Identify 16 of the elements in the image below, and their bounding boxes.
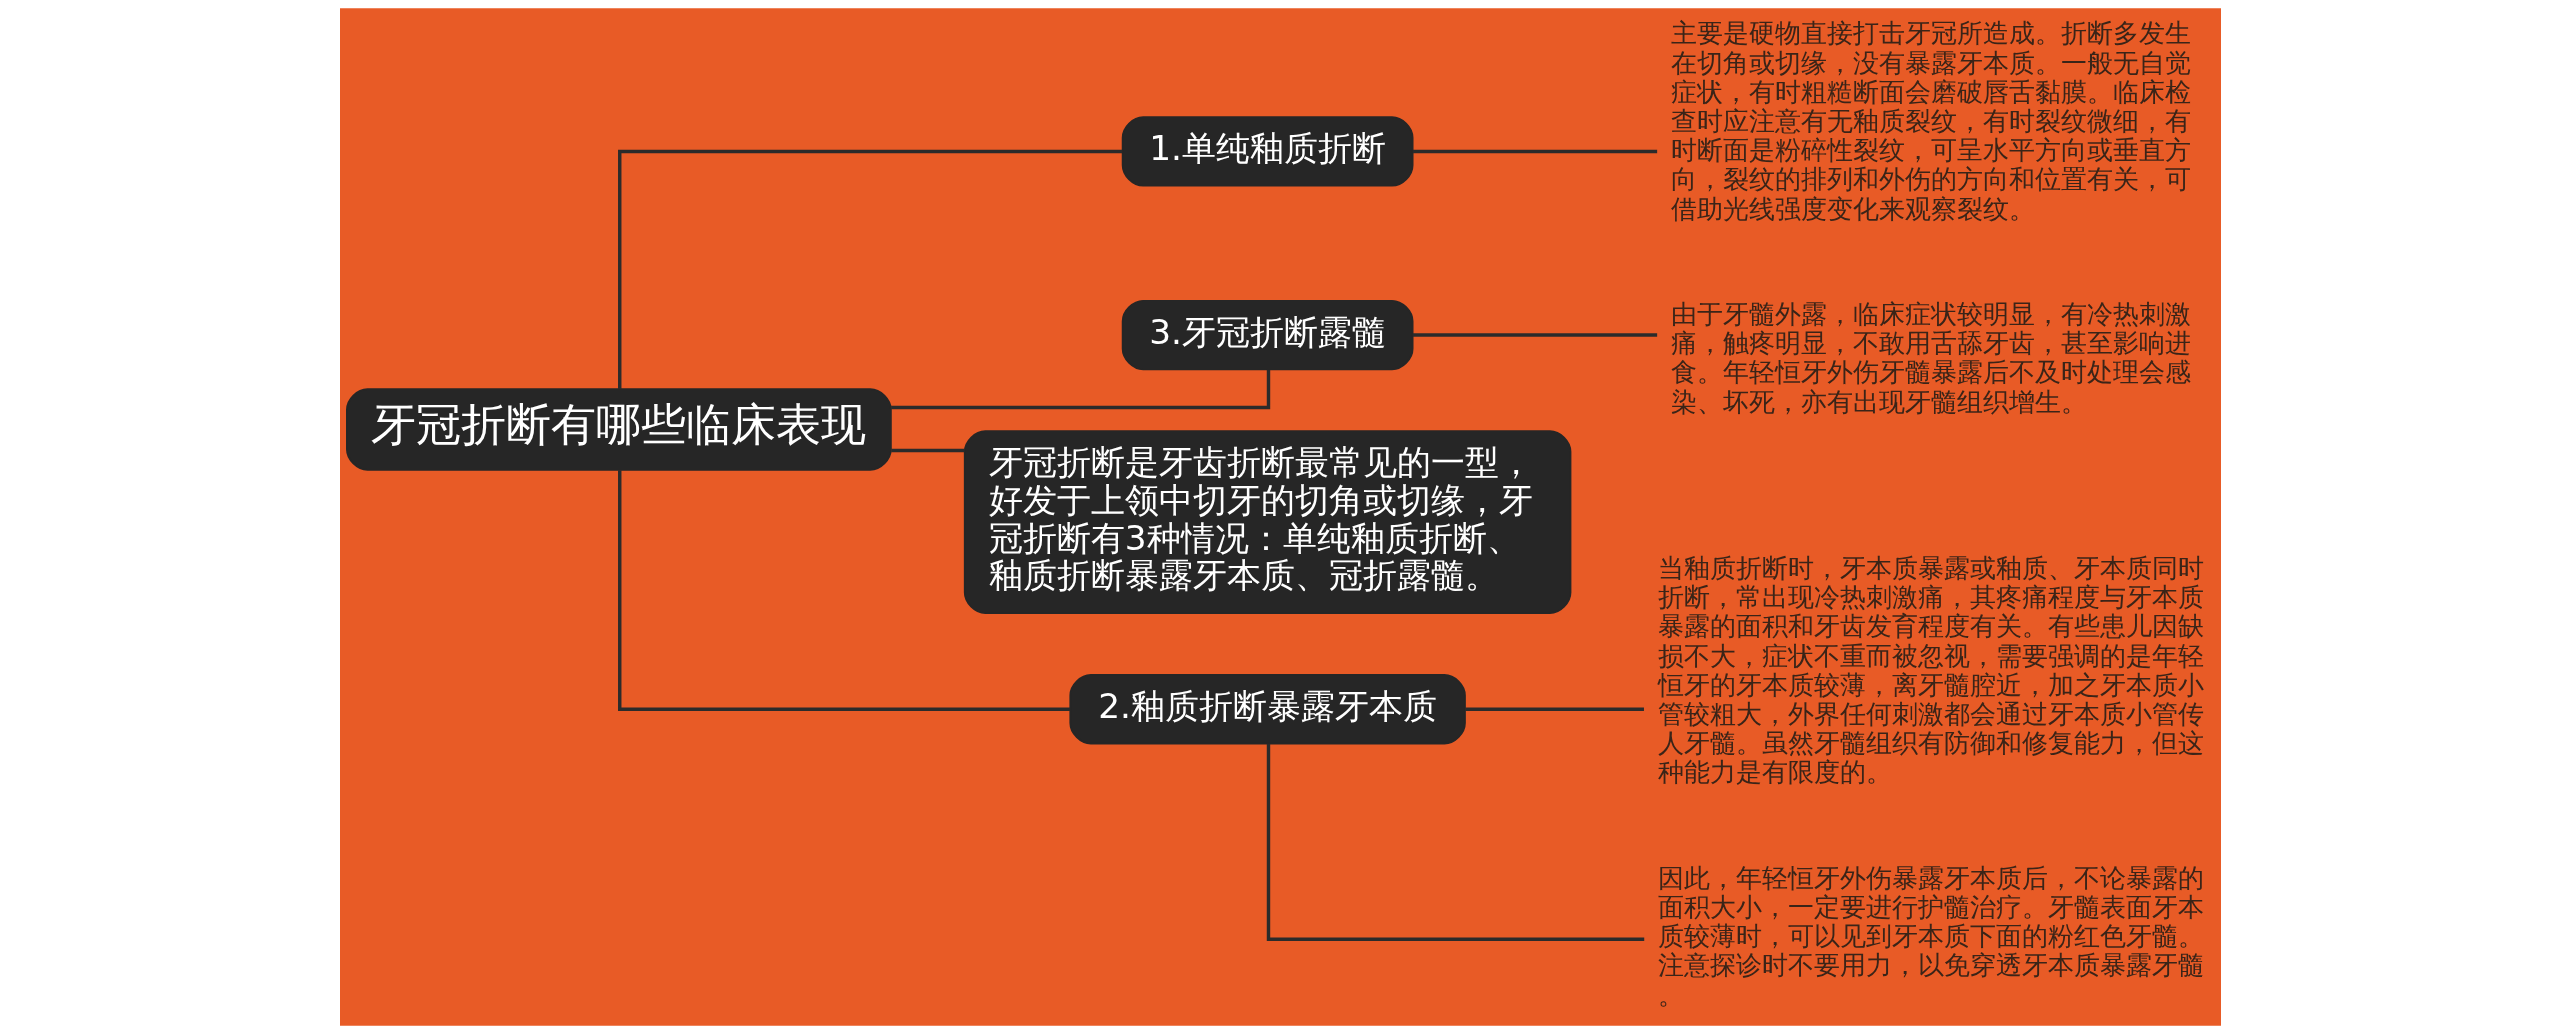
connector <box>1412 333 1657 337</box>
node-box: 2.釉质折断暴露牙本质 <box>1068 674 1466 745</box>
node-text: 因此，年轻恒牙外伤暴露牙本质后，不论暴露的面积大小，一定要进行护髓治疗。牙髓表面牙本质较薄时，可以见到牙本质下面的粉红色牙髓。注意探诊时不要用力，以免穿透牙本质暴露牙髓。 <box>1657 862 2204 1010</box>
node-text: 主要是硬物直接打击牙冠所造成。折断多发生在切角或切缘，没有暴露牙本质。一般无自觉症状，有时粗糙断面会磨破唇舌黏膜。临床检查时应注意有无釉质裂纹，有时裂纹微细，有时断面是粉碎性裂纹，可呈水平方向或垂直方向，裂纹的排列和外伤的方向和位置有关，可借助光线强度变化来观察裂纹。 <box>1670 18 2191 224</box>
connector <box>1266 743 1644 941</box>
node-box: 3.牙冠折断露髓 <box>1121 299 1413 371</box>
node-box: 牙冠折断有哪些临床表现 <box>345 388 892 471</box>
node-text: 由于牙髓外露，临床症状较明显，有冷热刺激痛，触疼明显，不敢用舌舔牙齿，甚至影响进食。年轻恒牙外伤牙髓暴露后不及时处理会感染、坏死，亦有出现牙髓组织增生。 <box>1670 299 2191 417</box>
node-box: 牙冠折断是牙齿折断最常见的一型，好发于上领中切牙的切角或切缘，牙冠折断有3种情况：单纯釉质折断、釉质折断暴露牙本质、冠折露髓。 <box>963 430 1571 614</box>
node-box: 1.单纯釉质折断 <box>1121 116 1413 187</box>
node-text: 当釉质折断时，牙本质暴露或釉质、牙本质同时折断，常出现冷热刺激痛，其疼痛程度与牙本质暴露的面积和牙齿发育程度有关。有些患儿因缺损不大，症状不重而被忽视，需要强调的是年轻恒牙的牙本质较薄，离牙髓腔近，加之牙本质小管较粗大，外界任何刺激都会通过牙本质小管传人牙髓。虽然牙髓组织有防御和修复能力，但这种能力是有限度的。 <box>1657 553 2204 788</box>
connector <box>617 470 1070 711</box>
connector <box>1412 149 1657 154</box>
connector <box>1464 707 1644 711</box>
connector <box>890 448 965 453</box>
connector <box>617 149 1122 390</box>
